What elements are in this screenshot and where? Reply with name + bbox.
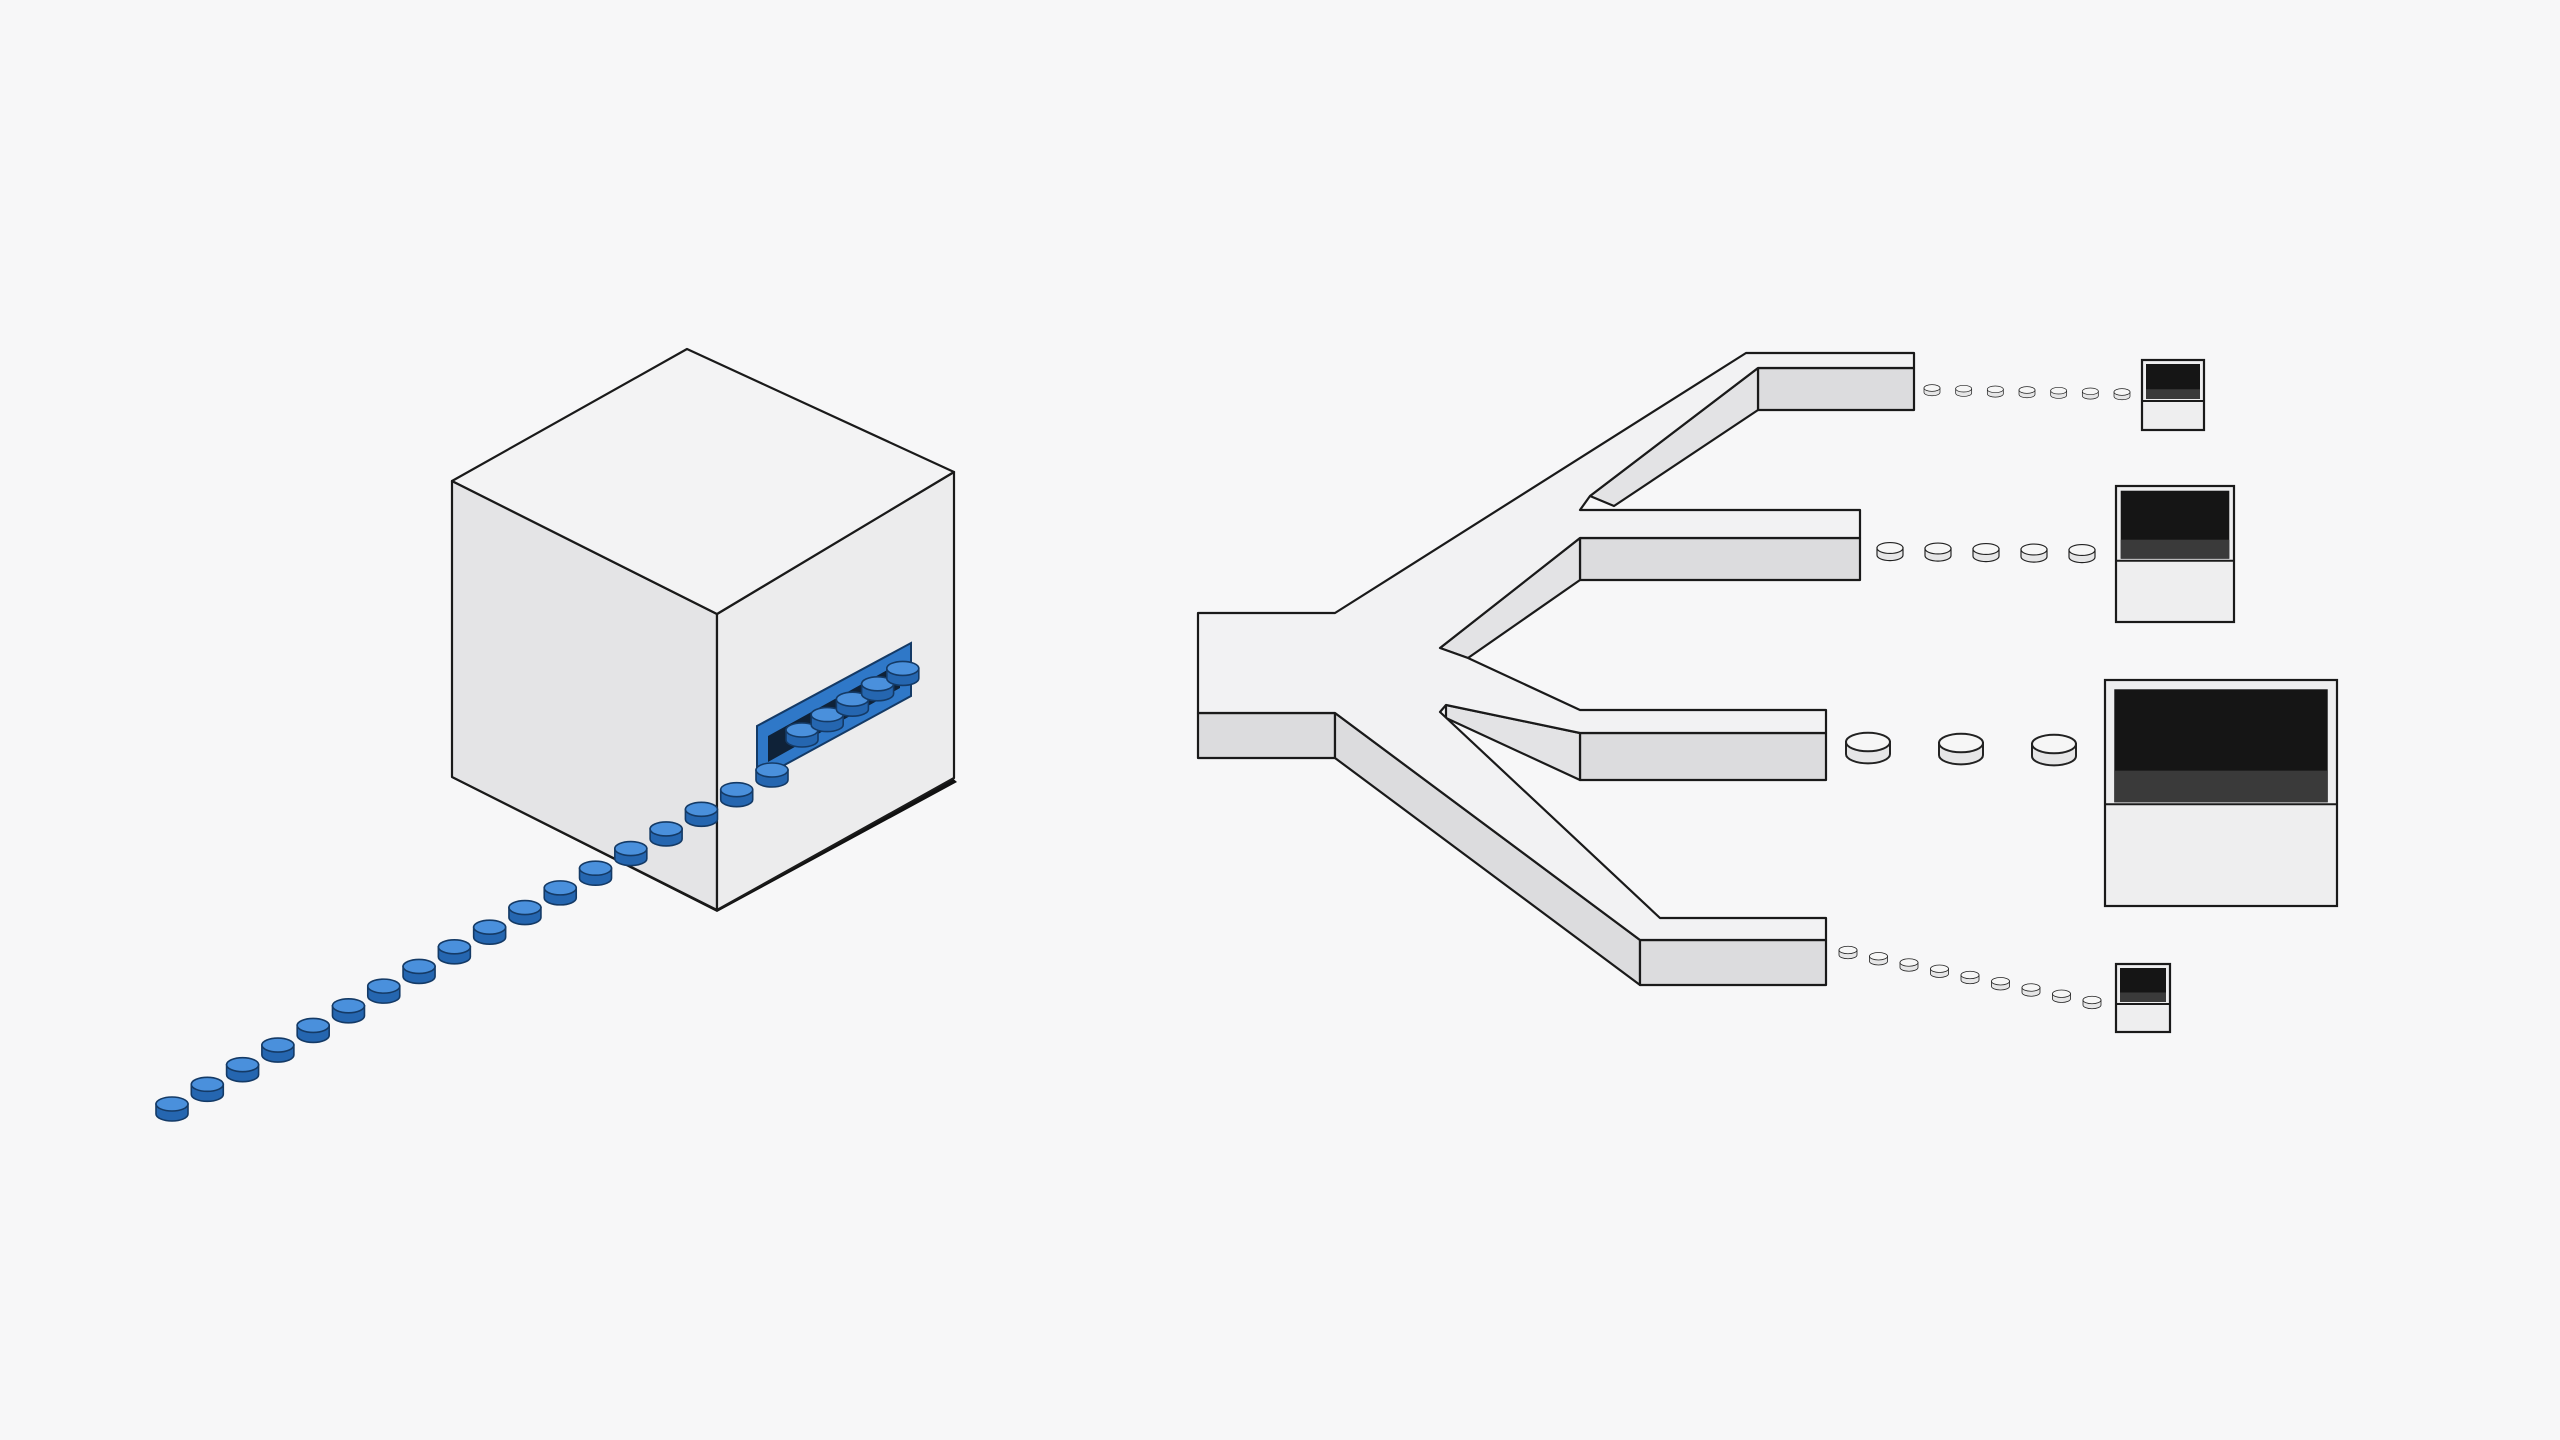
blue-token <box>331 997 366 1024</box>
blue-token <box>190 1076 225 1103</box>
blue-token <box>508 899 542 926</box>
splitter-top-surface <box>1196 351 1916 942</box>
blue-token <box>261 1037 295 1063</box>
bin-part <box>2146 389 2200 399</box>
blue-token <box>155 1096 189 1122</box>
grey-token <box>2031 733 2077 767</box>
cube-top-face <box>450 347 956 616</box>
blue-token <box>472 919 507 945</box>
grey-token <box>2052 989 2071 1003</box>
bin-part <box>2114 770 2328 803</box>
output-bin-large <box>2103 678 2339 908</box>
grey-token <box>1991 977 2010 991</box>
grey-token <box>1923 384 1941 397</box>
grey-token <box>1938 732 1984 766</box>
output-bin-medium <box>2114 484 2236 624</box>
grey-token <box>1924 542 1952 562</box>
grey-token <box>2113 388 2131 401</box>
blue-token <box>402 958 436 985</box>
branch-token-streams <box>1838 384 2131 1010</box>
output-bin-small <box>2114 962 2172 1034</box>
bin-part <box>2120 539 2230 559</box>
output-bins <box>2103 358 2339 1034</box>
grey-token <box>2021 983 2041 997</box>
blue-token <box>719 781 754 808</box>
blue-token <box>225 1056 260 1083</box>
grey-token <box>1930 964 1949 978</box>
grey-token <box>1986 385 2004 398</box>
output-bin-small <box>2140 358 2206 432</box>
blue-token <box>684 801 719 828</box>
grey-token <box>2082 995 2102 1010</box>
blue-token <box>366 978 401 1004</box>
blue-token-stream <box>155 762 789 1122</box>
grey-token <box>1876 541 1904 562</box>
grey-token <box>1972 542 2000 563</box>
grey-token <box>1845 731 1891 765</box>
blue-token <box>649 821 683 847</box>
splitter <box>1196 351 1916 987</box>
blue-token <box>437 939 472 965</box>
grey-token <box>1955 384 1973 397</box>
grey-token <box>2081 387 2099 400</box>
grey-token <box>2050 386 2068 399</box>
grey-token <box>1838 945 1858 960</box>
grey-token <box>1960 970 1980 985</box>
grey-token <box>1899 958 1919 972</box>
blue-token <box>578 860 613 887</box>
blue-token <box>755 762 789 788</box>
grey-token <box>2018 386 2036 399</box>
input-cube <box>450 347 957 912</box>
bin-part <box>2120 992 2166 1002</box>
blue-token <box>296 1017 330 1044</box>
grey-token <box>2068 543 2096 564</box>
slot-token <box>885 660 920 687</box>
input-slot <box>756 641 920 782</box>
blue-token <box>543 880 578 906</box>
grey-token <box>2020 543 2048 563</box>
blue-token <box>614 840 648 867</box>
grey-token <box>1869 952 1888 966</box>
